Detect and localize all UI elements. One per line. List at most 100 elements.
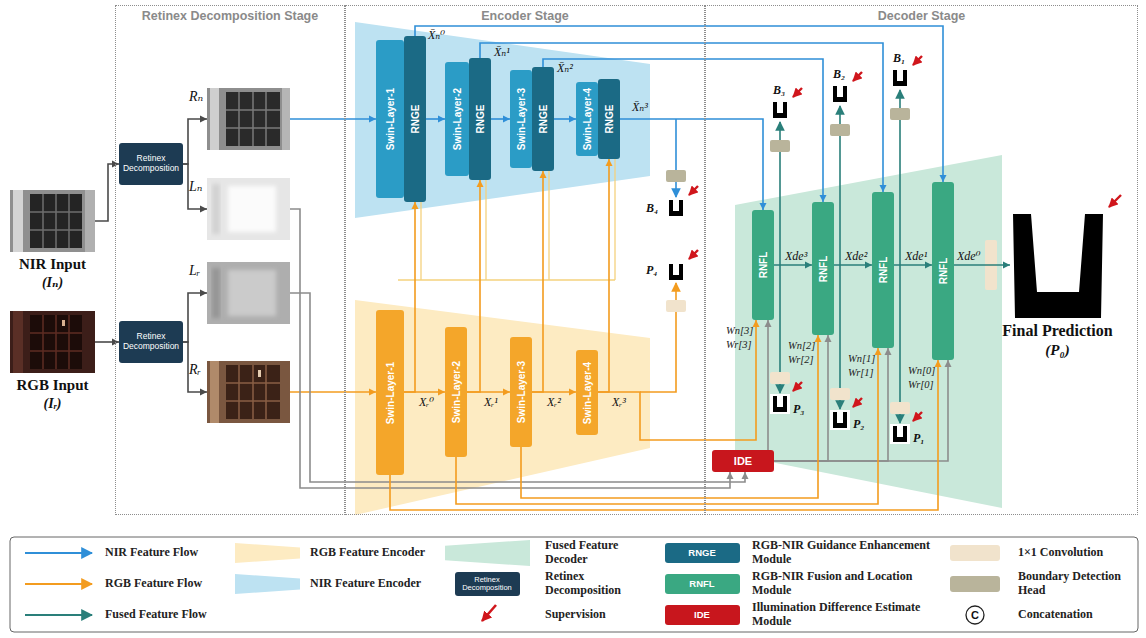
legend-swatch bbox=[235, 543, 300, 563]
supervision-arrows bbox=[913, 56, 922, 65]
connector-line bbox=[521, 335, 818, 498]
arrow-head bbox=[825, 335, 832, 342]
reflectance-nir-image bbox=[207, 88, 290, 150]
legend-line-samples bbox=[25, 583, 92, 585]
image-caption: NIR Input bbox=[0, 255, 133, 274]
boundary-heads bbox=[666, 170, 686, 182]
arrow-head bbox=[200, 389, 207, 396]
label-holder: B₄ bbox=[646, 202, 658, 215]
box-label: Swin-Layer-3 bbox=[516, 361, 527, 423]
edge-label: Xᵣ⁰ bbox=[419, 396, 434, 409]
conv-boxes bbox=[666, 300, 686, 312]
legend-line-samples bbox=[482, 605, 496, 621]
boundary-heads bbox=[770, 140, 790, 152]
supervision-arrows bbox=[689, 56, 1121, 421]
connector bbox=[467, 180, 484, 392]
callout-label: Wr[0] bbox=[908, 379, 934, 391]
connector bbox=[532, 171, 547, 392]
connector bbox=[183, 164, 207, 213]
swin-layer: Swin-Layer-4 bbox=[576, 350, 598, 435]
callout-label: P₁ bbox=[913, 432, 925, 445]
edge-label: Xde² bbox=[845, 250, 867, 263]
connector-line bbox=[183, 342, 207, 392]
reflectance-rgb-image bbox=[207, 361, 290, 423]
rnge-module: RNGE bbox=[404, 36, 426, 202]
mask-icons bbox=[890, 424, 910, 444]
mask-icons bbox=[773, 102, 787, 118]
rgb-input-image bbox=[30, 315, 82, 369]
legend-text-holder: Supervision bbox=[545, 608, 657, 622]
edge-label: X̄ₙ⁰ bbox=[428, 29, 445, 42]
supervision-arrows bbox=[1109, 195, 1121, 207]
legend-swatch-fill bbox=[445, 540, 530, 566]
connector-line bbox=[467, 180, 480, 392]
box-label: RNGE bbox=[538, 105, 549, 134]
legend-text: NIR Feature Flow bbox=[105, 546, 230, 560]
legend-swatch bbox=[445, 540, 530, 566]
tap-lines bbox=[839, 400, 841, 409]
arrow-head bbox=[503, 389, 510, 396]
rgb-input-image bbox=[10, 311, 95, 373]
supervision-arrows bbox=[853, 72, 862, 81]
label-holder: Retinex Decomposition bbox=[457, 576, 517, 593]
connector bbox=[543, 59, 827, 202]
supervision-arrows bbox=[793, 88, 802, 97]
reflectance-rgb-image bbox=[258, 370, 261, 377]
callout-label: P₂ bbox=[853, 418, 865, 431]
mask-icons bbox=[666, 262, 686, 282]
swin-layer: Swin-Layer-3 bbox=[510, 337, 532, 447]
arrow-head bbox=[760, 203, 767, 210]
tap-lines bbox=[839, 106, 841, 124]
caption-holder: Final Prediction(P₀) bbox=[978, 321, 1138, 360]
legend-sample-label: RNFL bbox=[689, 579, 714, 589]
edge-label-holder: Xde⁰ bbox=[957, 250, 980, 263]
decomposed-image: Rₙ bbox=[207, 88, 290, 150]
final-mask-image bbox=[1013, 214, 1103, 318]
reflectance-nir-image bbox=[207, 88, 290, 150]
connector bbox=[765, 320, 772, 450]
rnfl-module: RNFL bbox=[872, 192, 894, 348]
callout-label: P₄ bbox=[646, 264, 658, 277]
reflectance-nir-image bbox=[282, 88, 290, 150]
heading-holder: Retinex Decomposition Stage bbox=[116, 9, 344, 23]
arrow-head bbox=[540, 171, 547, 178]
legend-text: Concatenation bbox=[1018, 608, 1133, 622]
image-label: Rₙ bbox=[189, 89, 203, 104]
box-label: RNFL bbox=[758, 252, 769, 279]
arrow-head bbox=[438, 389, 445, 396]
edge-label-holder: X̄ₙ¹ bbox=[494, 46, 510, 59]
image-label: Rᵣ bbox=[189, 362, 201, 377]
illumination-rgb-image bbox=[228, 270, 276, 316]
legend-text-holder: Fused Feature Decoder bbox=[545, 539, 657, 567]
nir-input-image bbox=[30, 194, 82, 248]
heading-holder: Decoder Stage bbox=[706, 9, 1137, 23]
arrow-head bbox=[369, 116, 376, 123]
connector bbox=[183, 342, 207, 396]
edge-label-holder: Xde³ bbox=[785, 250, 807, 263]
connector-line bbox=[183, 119, 207, 164]
supervision-arrows bbox=[689, 186, 698, 195]
callout-label: B₂ bbox=[833, 68, 845, 81]
boundary-heads bbox=[830, 124, 850, 136]
connector bbox=[290, 389, 376, 396]
mask-icons bbox=[773, 396, 787, 412]
mask-icons bbox=[893, 70, 907, 86]
tap-lines bbox=[899, 414, 901, 423]
legend-line-samples bbox=[25, 552, 92, 554]
connector bbox=[404, 202, 419, 392]
callout-label: Wn[2] bbox=[788, 340, 815, 352]
label-holder: P₃ bbox=[793, 403, 805, 416]
arrow-head bbox=[569, 389, 576, 396]
arrow-head bbox=[727, 472, 734, 479]
legend-text: Supervision bbox=[545, 608, 657, 622]
arrow-head bbox=[606, 159, 613, 166]
mask-icons bbox=[890, 68, 910, 88]
label-holder: B₁ bbox=[893, 52, 905, 65]
nir-input-image bbox=[30, 194, 82, 248]
label-holder: Wn[1] bbox=[848, 353, 875, 365]
legend-swatch bbox=[235, 574, 300, 594]
ide-module: IDE bbox=[712, 450, 774, 472]
tap-lines bbox=[899, 90, 901, 108]
b4-p4-branch bbox=[675, 182, 677, 197]
connector-line bbox=[774, 360, 948, 461]
